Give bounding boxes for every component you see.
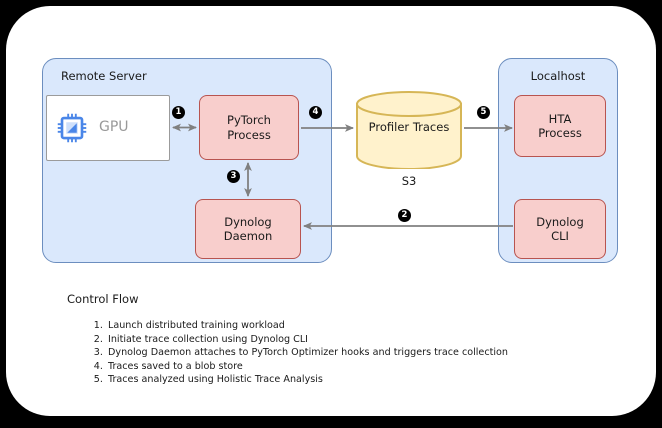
- control-flow-step: Traces saved to a blob store: [106, 360, 508, 374]
- step-badge-3: 3: [227, 170, 240, 183]
- node-pytorch-process-line1: PyTorch: [227, 113, 271, 128]
- node-dynolog-cli-line2: CLI: [551, 229, 569, 243]
- node-gpu[interactable]: GPU: [46, 95, 170, 161]
- group-localhost-label: Localhost: [530, 69, 586, 83]
- control-flow-step: Dynolog Daemon attaches to PyTorch Optim…: [106, 346, 508, 360]
- datastore-s3-caption: S3: [401, 174, 417, 188]
- control-flow-list: Launch distributed training workload Ini…: [84, 319, 508, 387]
- step-badge-1: 1: [172, 106, 185, 119]
- node-dynolog-daemon-line1: Dynolog: [224, 214, 272, 229]
- control-flow-step: Traces analyzed using Holistic Trace Ana…: [106, 373, 508, 387]
- cpu-chip-icon: [57, 113, 87, 143]
- diagram-card: Remote Server Localhost: [6, 6, 656, 416]
- datastore-s3[interactable]: Profiler Traces: [355, 91, 463, 170]
- control-flow-step: Launch distributed training workload: [106, 319, 508, 333]
- control-flow-step: Initiate trace collection using Dynolog …: [106, 333, 508, 347]
- node-gpu-label: GPU: [99, 119, 129, 136]
- node-hta-process-line1: HTA: [548, 111, 572, 126]
- control-flow-title: Control Flow: [67, 292, 139, 306]
- step-badge-5: 5: [477, 106, 490, 119]
- step-badge-2: 2: [398, 209, 411, 222]
- group-remote-server-label: Remote Server: [61, 69, 147, 83]
- node-hta-process-line2: Process: [538, 126, 582, 140]
- node-pytorch-process-line2: Process: [227, 127, 271, 142]
- cylinder-shape: [356, 91, 462, 170]
- step-badge-4: 4: [309, 106, 322, 119]
- node-dynolog-cli-line1: Dynolog: [536, 214, 584, 229]
- node-dynolog-daemon-line2: Daemon: [223, 229, 273, 243]
